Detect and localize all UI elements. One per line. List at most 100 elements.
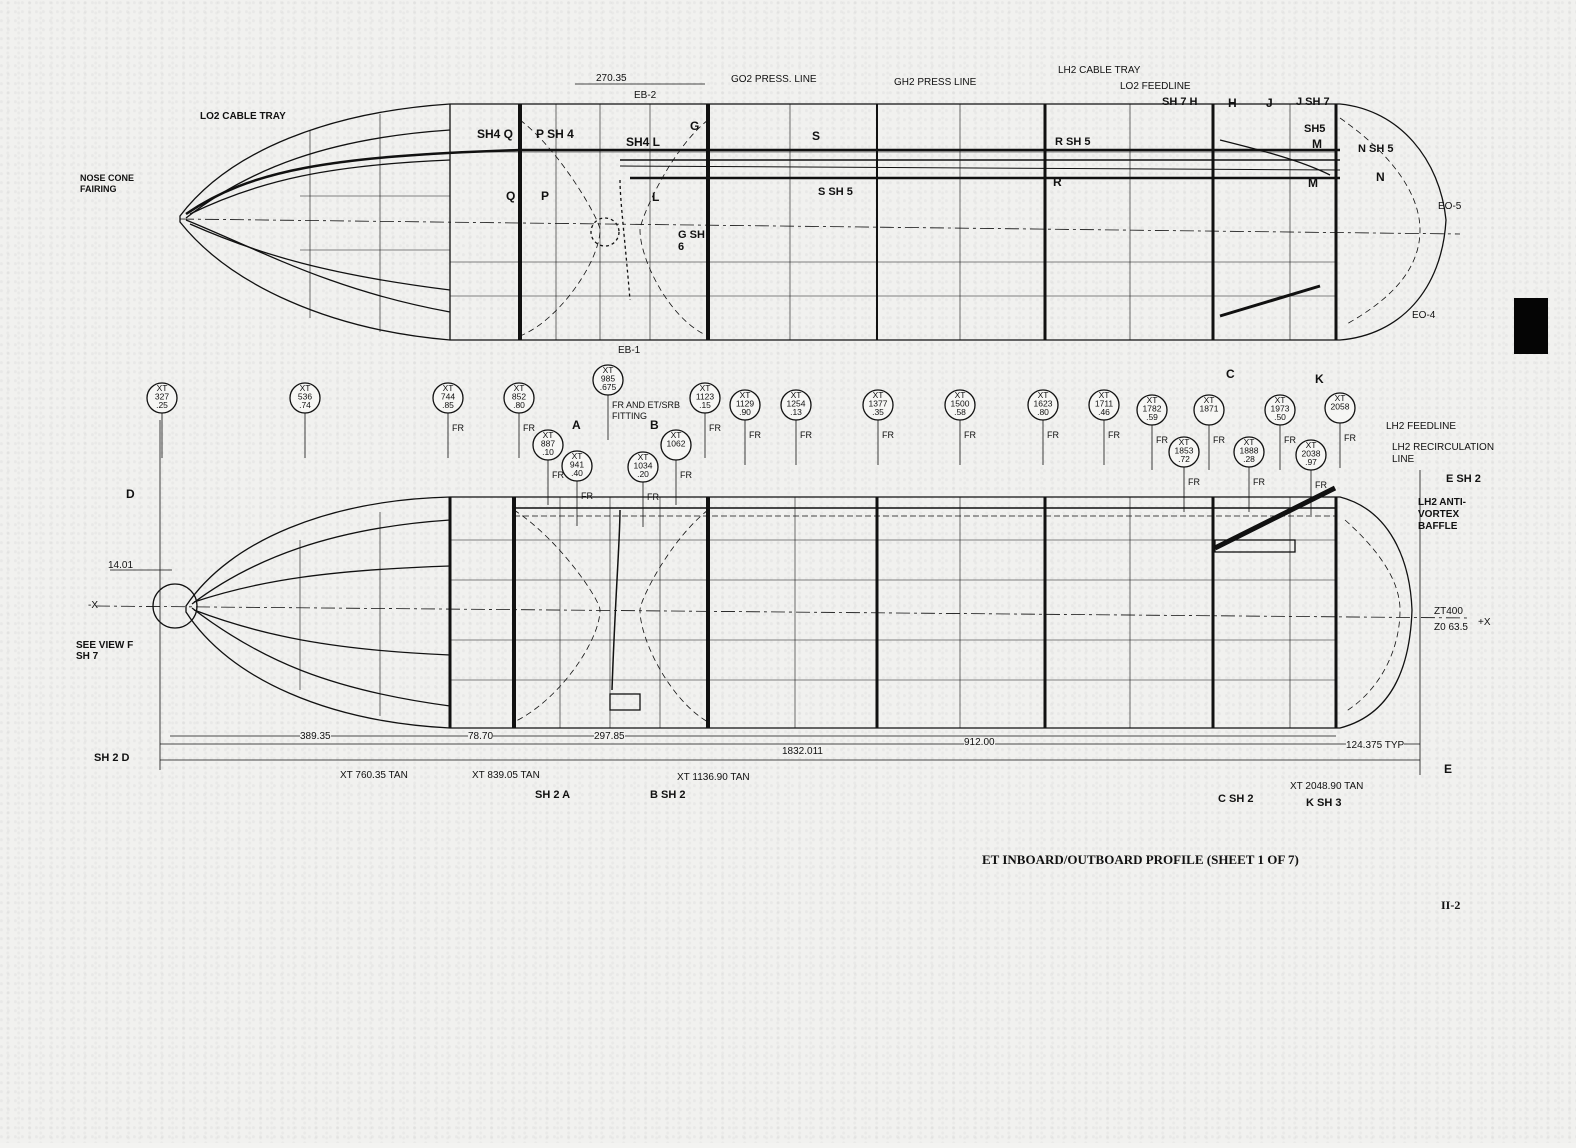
dimension-lines: [110, 83, 1421, 775]
station-fraction: .74: [299, 400, 311, 410]
station-fr-label: FR: [709, 423, 721, 433]
station-number: 327: [155, 392, 169, 402]
station-fraction: .15: [699, 400, 711, 410]
station-number: 1254: [787, 399, 806, 409]
section-mark-c-top: C: [1226, 367, 1235, 381]
station-prefix: XT: [1335, 393, 1346, 403]
tangent-839: XT 839.05 TAN: [472, 770, 540, 781]
station-fraction: .675: [600, 382, 617, 392]
station-fr-label: FR: [552, 470, 564, 480]
station-fr-label: FR: [964, 430, 976, 440]
section-mark-k-top: K: [1315, 372, 1324, 386]
station-prefix: XT: [1179, 437, 1190, 447]
station-fr-label: FR: [1047, 430, 1059, 440]
section-mark-p: P: [541, 189, 550, 203]
section-mark-sh7-h: SH 7 H: [1162, 96, 1198, 108]
section-tab-marker: [1514, 298, 1548, 354]
station-prefix: XT: [740, 390, 751, 400]
station-fr-label: FR: [1315, 480, 1327, 490]
section-mark-e-sh2: E SH 2: [1446, 473, 1481, 485]
tangent-760: XT 760.35 TAN: [340, 770, 408, 781]
section-mark-g: G: [690, 119, 700, 133]
section-mark-m: M: [1312, 137, 1322, 151]
station-prefix: XT: [1038, 390, 1049, 400]
station-fr-label: FR: [800, 430, 812, 440]
station-fraction: .10: [542, 447, 554, 457]
tangent-1136: XT 1136.90 TAN: [677, 772, 750, 783]
section-mark-s-sh5: S SH 5: [818, 186, 853, 198]
eb1-label: EB-1: [618, 345, 641, 356]
station-fr-label: FR: [1108, 430, 1120, 440]
station-fr-label: FR: [523, 423, 535, 433]
station-prefix: XT: [873, 390, 884, 400]
section-mark-k-sh3: K SH 3: [1306, 797, 1342, 809]
station-prefix: XT: [791, 390, 802, 400]
dim-389: 389.35: [300, 731, 331, 742]
section-mark-sh2-a: SH 2 A: [535, 789, 571, 801]
lh2-feedline-label: LH2 FEEDLINE: [1386, 421, 1457, 432]
section-mark-sh2-d: SH 2 D: [94, 752, 130, 764]
dim-297: 297.85: [594, 731, 625, 742]
section-mark-m-lower: M: [1308, 176, 1318, 190]
station-number: 985: [601, 374, 615, 384]
station-number: 1871: [1200, 404, 1219, 414]
section-mark-s: S: [812, 129, 821, 143]
section-mark-g-sh6: G SH 6: [678, 229, 705, 253]
station-fr-label: FR: [452, 423, 464, 433]
bottom-view-tank: [95, 485, 1471, 729]
station-fr-label: FR: [1156, 435, 1168, 445]
z0-label: Z0 63.5: [1434, 622, 1468, 633]
lh2-anti-vortex-baffle-label: LH2 ANTI-VORTEX BAFFLE: [1418, 497, 1466, 532]
station-number: 1711: [1095, 399, 1114, 409]
dim-78: 78.70: [468, 731, 494, 742]
station-number: 1377: [869, 399, 888, 409]
station-fr-label: FR: [1344, 433, 1356, 443]
section-mark-sh4-l: SH4 L: [626, 135, 661, 149]
station-fraction: .97: [1305, 457, 1317, 467]
station-fraction: .58: [954, 407, 966, 417]
section-mark-d-top: D: [126, 487, 135, 501]
station-fraction: .85: [442, 400, 454, 410]
station-number: 887: [541, 439, 555, 449]
section-mark-j-sh7: J SH 7: [1296, 96, 1330, 108]
station-fraction: .80: [513, 400, 525, 410]
station-number: 852: [512, 392, 526, 402]
eo4-label: EO-4: [1412, 310, 1436, 321]
station-number: 744: [441, 392, 455, 402]
station-fr-label: FR: [680, 470, 692, 480]
station-number: 1129: [736, 399, 755, 409]
station-fr-label: FR: [1213, 435, 1225, 445]
eo5-label: EO-5: [1438, 201, 1462, 212]
section-mark-c-sh2: C SH 2: [1218, 793, 1254, 805]
eb2-label: EB-2: [634, 90, 657, 101]
tangent-2048: XT 2048.90 TAN: [1290, 781, 1364, 792]
station-fr-label: FR: [1253, 477, 1265, 487]
section-mark-sh5: SH5: [1304, 123, 1326, 135]
station-fraction: .40: [571, 468, 583, 478]
station-prefix: XT: [157, 383, 168, 393]
dim-912: 912.00: [964, 737, 995, 748]
station-fraction: .13: [790, 407, 802, 417]
dim-270-label: 270.35: [596, 73, 627, 84]
station-fraction: .72: [1178, 454, 1190, 464]
dim-14-label: 14.01: [108, 560, 134, 571]
station-number: 1062: [667, 439, 686, 449]
station-prefix: XT: [1244, 437, 1255, 447]
see-view-f-label: SEE VIEW F SH 7: [76, 640, 134, 662]
station-number: 1034: [634, 461, 653, 471]
top-view-tank: [179, 103, 1461, 341]
section-mark-a-top: A: [572, 418, 581, 432]
station-fr-label: FR: [581, 491, 593, 501]
dim-124: 124.375 TYP: [1346, 740, 1405, 751]
